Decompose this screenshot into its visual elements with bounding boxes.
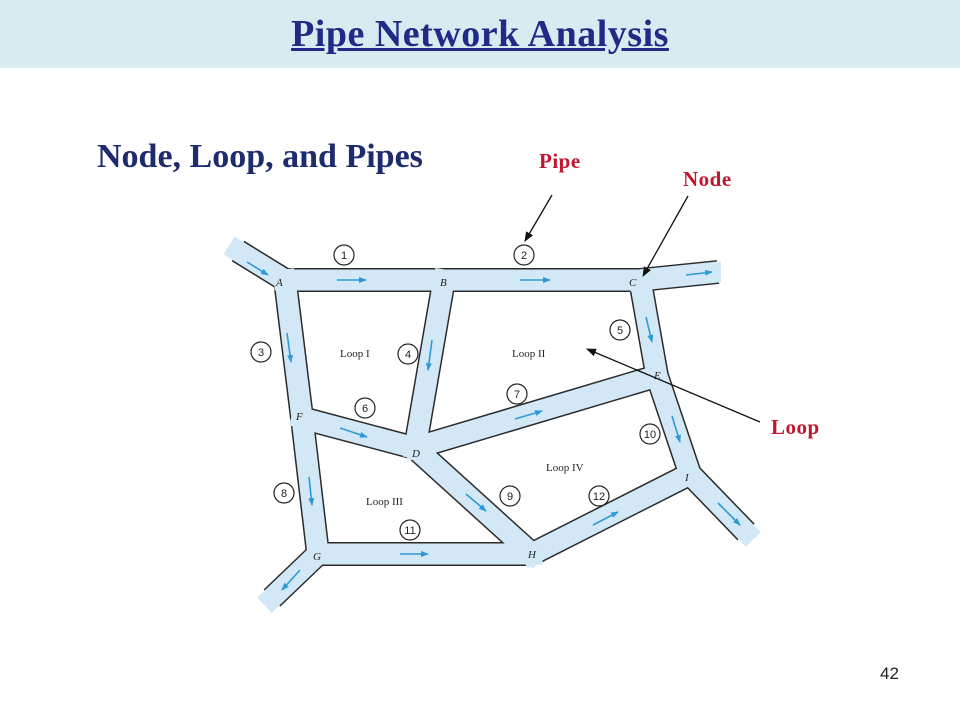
flow-arrows bbox=[246, 261, 741, 591]
node-label-h: H bbox=[527, 549, 537, 561]
callout-pipe-label: Pipe bbox=[539, 149, 581, 173]
page-title: Pipe Network Analysis bbox=[291, 13, 669, 55]
flow-arrow-pipe-9 bbox=[465, 493, 487, 512]
flow-arrow-pipe-12 bbox=[592, 511, 619, 526]
node-label-e: E bbox=[653, 370, 661, 382]
flow-arrow-pipe-10 bbox=[671, 415, 681, 443]
pipe-number-5: 5 bbox=[617, 325, 623, 337]
loop-label-1: Loop I bbox=[340, 348, 370, 360]
pipe-number-9: 9 bbox=[507, 491, 513, 503]
pipe-number-1: 1 bbox=[341, 250, 347, 262]
callout-node-arrow bbox=[642, 195, 689, 277]
flow-arrow-inlet bbox=[246, 261, 269, 276]
flow-arrow-outlet-c bbox=[685, 269, 713, 276]
pipe-number-circles bbox=[250, 244, 661, 541]
pipe-number-3: 3 bbox=[258, 347, 264, 359]
node-label-a: A bbox=[275, 277, 283, 289]
pipe-number-7: 7 bbox=[514, 389, 520, 401]
pipe-number-11: 11 bbox=[404, 525, 415, 537]
pipe-number-8: 8 bbox=[281, 488, 287, 500]
callout-node-label: Node bbox=[683, 167, 732, 191]
pipe-end-masks bbox=[721, 255, 741, 295]
flow-arrow-pipe-4 bbox=[425, 339, 433, 371]
flow-arrow-pipe-8 bbox=[308, 476, 315, 506]
node-label-d: D bbox=[411, 448, 420, 460]
callout-pipe-arrow bbox=[524, 194, 553, 242]
pipe-number-6: 6 bbox=[362, 403, 368, 415]
flow-arrow-pipe-3 bbox=[286, 332, 294, 363]
flow-arrow-pipe-7 bbox=[514, 410, 543, 420]
pipe-number-10: 10 bbox=[644, 429, 656, 441]
node-label-g: G bbox=[313, 551, 321, 563]
callout-loop-arrow bbox=[586, 348, 761, 423]
loop-label-3: Loop III bbox=[366, 496, 403, 508]
loop-label-4: Loop IV bbox=[546, 462, 584, 474]
pipe-number-12: 12 bbox=[593, 491, 605, 503]
section-heading: Node, Loop, and Pipes bbox=[97, 138, 423, 175]
flow-arrow-pipe-6 bbox=[339, 427, 368, 438]
node-label-f: F bbox=[295, 411, 303, 423]
callout-loop-label: Loop bbox=[771, 415, 820, 439]
page-number: 42 bbox=[880, 664, 899, 683]
flow-arrow-outlet-i bbox=[717, 502, 741, 526]
loop-label-2: Loop II bbox=[512, 348, 546, 360]
node-label-c: C bbox=[629, 277, 637, 289]
pipe-number-4: 4 bbox=[405, 349, 411, 361]
flow-arrow-outlet-g bbox=[281, 569, 301, 591]
node-label-b: B bbox=[440, 277, 447, 289]
title-bar bbox=[0, 0, 960, 68]
pipe-fills bbox=[223, 236, 761, 613]
node-label-i: I bbox=[684, 472, 690, 484]
pipe-number-2: 2 bbox=[521, 250, 527, 262]
flow-arrow-pipe-5 bbox=[645, 316, 654, 343]
